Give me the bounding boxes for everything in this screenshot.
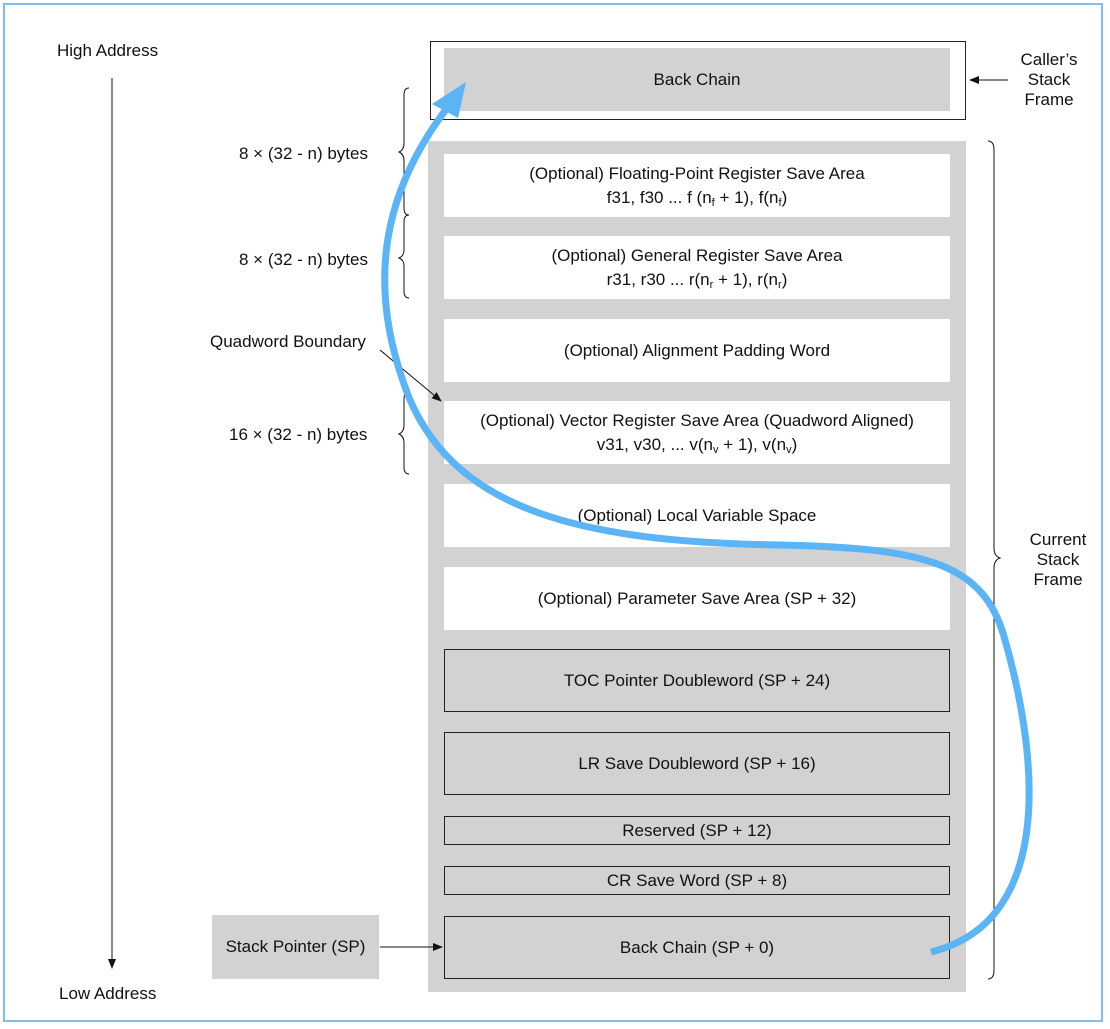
current-frame-line: Current [1029, 530, 1087, 549]
lr-save-doubleword-label: LR Save Doubleword (SP + 16) [578, 753, 816, 773]
current-frame-line: Stack [1036, 550, 1080, 569]
gpr-size-brace [397, 214, 410, 299]
lr-save-doubleword: LR Save Doubleword (SP + 16) [444, 732, 950, 795]
fpr-size-brace [397, 87, 410, 216]
vr-size-label: 16 × (32 - n) bytes [229, 425, 368, 444]
back-chain-link-arrowhead [432, 82, 466, 118]
current-frame-brace [987, 140, 1002, 980]
current-frame-line: Frame [1033, 570, 1083, 589]
fpr-size-label: 8 × (32 - n) bytes [239, 144, 368, 163]
callers-back-chain-label: Back Chain [653, 69, 741, 89]
gpr-save-area: (Optional) General Register Save Area r3… [444, 236, 950, 299]
vr-save-area: (Optional) Vector Register Save Area (Qu… [444, 401, 950, 464]
callers-frame-line: Stack [1027, 70, 1071, 89]
figure-border [3, 3, 1103, 1022]
reserved-word-label: Reserved (SP + 12) [622, 820, 772, 840]
gpr-size-label: 8 × (32 - n) bytes [239, 250, 368, 269]
back-chain-sp0-label: Back Chain (SP + 0) [619, 937, 775, 957]
stack-pointer-label: Stack Pointer (SP) [225, 937, 366, 956]
parameter-save-area-label: (Optional) Parameter Save Area (SP + 32) [537, 588, 857, 608]
current-stack-frame-label: Current Stack Frame [1018, 530, 1098, 590]
fpr-save-area-title: (Optional) Floating-Point Register Save … [529, 163, 865, 183]
quadword-boundary-arrow [379, 349, 442, 402]
alignment-padding-word: (Optional) Alignment Padding Word [444, 319, 950, 382]
vr-save-area-registers: v31, v30, ... v(nv + 1), v(nv) [596, 434, 798, 456]
stack-pointer-box: Stack Pointer (SP) [212, 915, 379, 979]
vr-size-brace [397, 391, 410, 475]
reserved-word: Reserved (SP + 12) [444, 816, 950, 845]
callers-frame-line: Caller’s [1020, 50, 1078, 69]
toc-pointer-doubleword: TOC Pointer Doubleword (SP + 24) [444, 649, 950, 712]
local-variable-space: (Optional) Local Variable Space [444, 484, 950, 547]
low-address-label: Low Address [59, 984, 157, 1003]
alignment-padding-word-label: (Optional) Alignment Padding Word [563, 340, 831, 360]
back-chain-link-arrow [381, 95, 1033, 956]
back-chain-sp0: Back Chain (SP + 0) [444, 916, 950, 979]
fpr-save-area-registers: f31, f30 ... f (nf + 1), f(nf) [606, 187, 788, 209]
local-variable-space-label: (Optional) Local Variable Space [577, 505, 817, 525]
toc-pointer-doubleword-label: TOC Pointer Doubleword (SP + 24) [563, 670, 831, 690]
cr-save-word-label: CR Save Word (SP + 8) [606, 870, 788, 890]
cr-save-word: CR Save Word (SP + 8) [444, 866, 950, 895]
high-address-label: High Address [57, 41, 159, 60]
callers-stack-frame-label: Caller’s Stack Frame [1008, 50, 1090, 110]
callers-frame-line: Frame [1024, 90, 1074, 109]
parameter-save-area: (Optional) Parameter Save Area (SP + 32) [444, 567, 950, 630]
gpr-save-area-registers: r31, r30 ... r(nr + 1), r(nr) [606, 269, 788, 291]
quadword-boundary-label: Quadword Boundary [210, 332, 366, 351]
vr-save-area-title: (Optional) Vector Register Save Area (Qu… [480, 410, 914, 430]
gpr-save-area-title: (Optional) General Register Save Area [551, 245, 843, 265]
callers-back-chain: Back Chain [444, 48, 950, 111]
fpr-save-area: (Optional) Floating-Point Register Save … [444, 154, 950, 217]
